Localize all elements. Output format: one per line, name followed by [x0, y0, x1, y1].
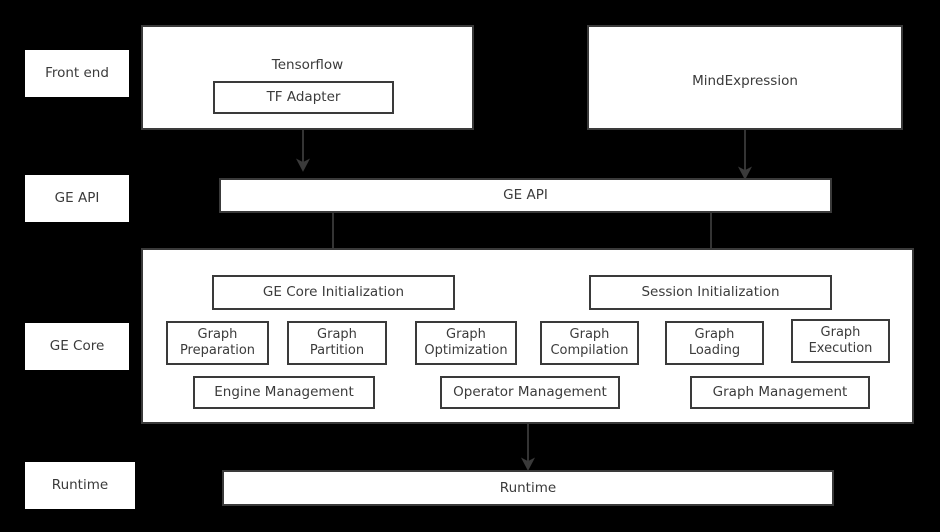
mindexpression-container[interactable]: MindExpression: [587, 25, 903, 130]
tensorflow-container[interactable]: Tensorflow: [141, 25, 474, 130]
ge-core-container: [141, 248, 914, 424]
mindexpression-label: MindExpression: [692, 73, 798, 89]
tensorflow-label: Tensorflow: [271, 57, 344, 73]
